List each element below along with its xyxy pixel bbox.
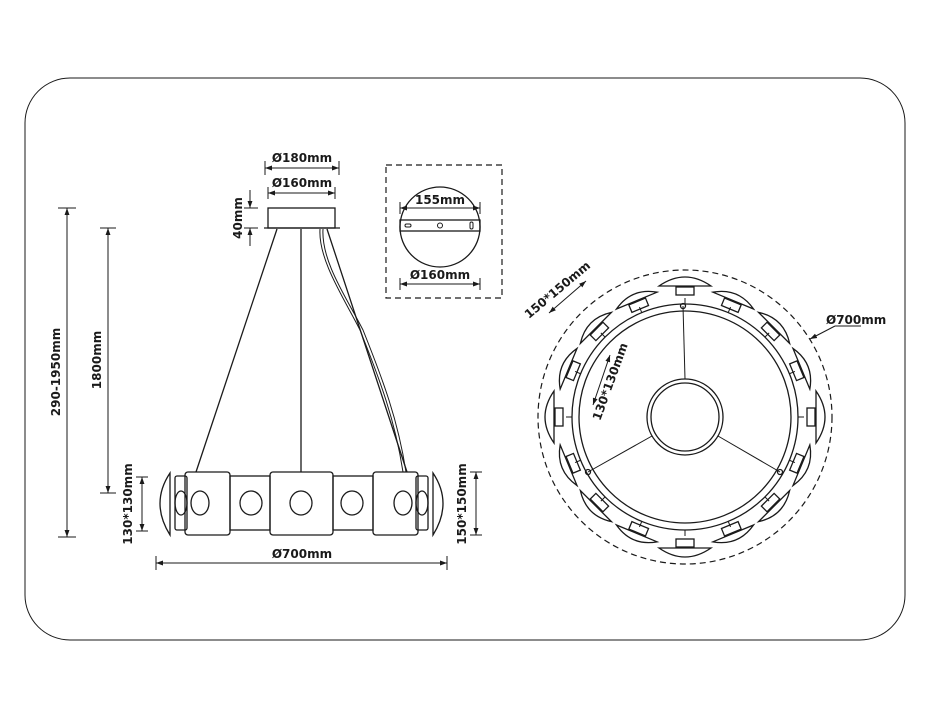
large-shade-label: 150*150mm — [455, 463, 469, 544]
plate-diameter-label: Ø160mm — [410, 268, 470, 282]
suspension-cables — [195, 228, 408, 473]
ring-body — [159, 470, 444, 538]
small-shade — [558, 442, 582, 488]
dim-canopy-inner: Ø160mm — [267, 176, 336, 199]
dim-small-shade: 130*130mm — [121, 463, 148, 545]
small-shade — [614, 520, 660, 544]
top-view: 150*150mm 130*130mm Ø700mm — [522, 258, 886, 565]
mount-point — [679, 302, 687, 310]
dim-top-large-shade: 150*150mm — [522, 258, 593, 321]
shades — [544, 276, 826, 558]
small-shade — [558, 346, 582, 392]
small-shade — [579, 311, 614, 346]
large-shade — [656, 530, 714, 558]
side-view: Ø180mm Ø160mm 40mm 290-1950mm — [49, 151, 482, 570]
large-shade — [656, 276, 714, 304]
ring-diameter-label: Ø700mm — [272, 547, 332, 561]
drawing-frame — [24, 77, 906, 641]
dim-total-height: 290-1950mm — [49, 207, 76, 538]
dim-canopy-height: 40mm — [231, 190, 258, 246]
dim-cable-length: 1800mm — [90, 227, 116, 494]
large-shade — [544, 388, 572, 446]
dim-ring-diameter: Ø700mm — [155, 547, 448, 570]
mounting-plate-inset: 155mm Ø160mm — [385, 164, 503, 299]
mount-point — [584, 468, 592, 476]
small-shade — [756, 488, 791, 523]
total-height-label: 290-1950mm — [49, 328, 63, 416]
top-diameter-label: Ø700mm — [826, 313, 886, 327]
canopy — [267, 207, 336, 229]
canopy-height-label: 40mm — [231, 197, 245, 239]
small-shade — [710, 520, 756, 544]
bracket-length-label: 155mm — [415, 193, 465, 207]
dim-large-shade: 150*150mm — [455, 463, 482, 545]
top-large-shade-label: 150*150mm — [522, 258, 593, 321]
small-shade — [788, 346, 812, 392]
dim-top-diameter: Ø700mm — [809, 313, 886, 340]
small-shade — [788, 442, 812, 488]
small-shade — [710, 290, 756, 314]
canopy-outer-label: Ø180mm — [272, 151, 332, 165]
top-small-shade-label: 130*130mm — [590, 341, 631, 422]
dim-top-small-shade: 130*130mm — [590, 341, 631, 422]
canopy-inner-label: Ø160mm — [272, 176, 332, 190]
dim-canopy-outer: Ø180mm — [264, 151, 340, 175]
small-shade — [756, 311, 791, 346]
small-shade — [579, 488, 614, 523]
small-shade — [614, 290, 660, 314]
small-shade-label: 130*130mm — [121, 463, 135, 544]
cable-length-label: 1800mm — [90, 331, 104, 389]
large-shade — [798, 388, 826, 446]
mount-point — [776, 468, 784, 476]
